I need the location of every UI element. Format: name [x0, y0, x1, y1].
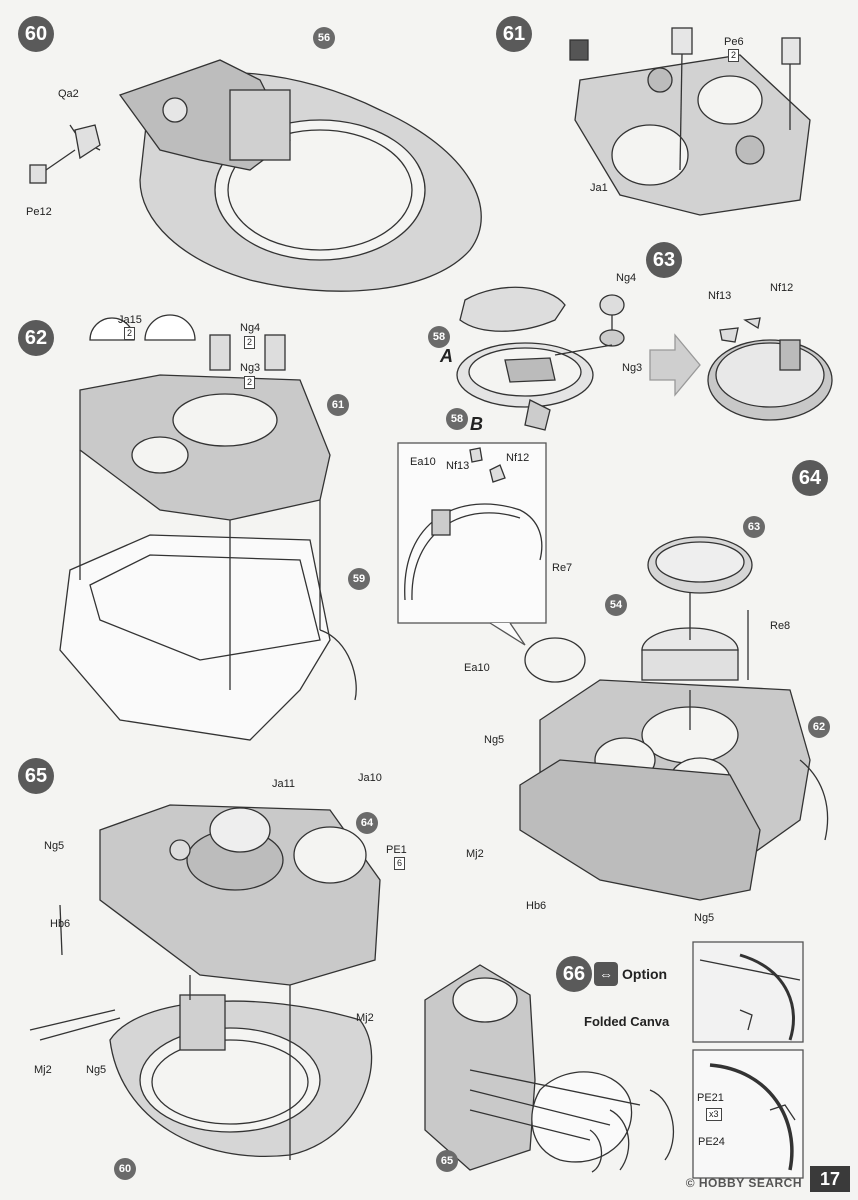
- label-nf13-64: Nf13: [446, 460, 470, 472]
- label-re8: Re8: [770, 620, 791, 632]
- label-nf12-63: Nf12: [770, 282, 794, 294]
- step63-hatch: [456, 286, 625, 431]
- qty-ng4: 2: [244, 336, 256, 349]
- label-ja10: Ja10: [358, 772, 382, 784]
- label-ng5-65b: Ng5: [86, 1064, 107, 1076]
- label-ng4-62: Ng4: [240, 322, 261, 334]
- step63-hatch-assembled: [707, 317, 833, 421]
- ref-62: 62: [808, 716, 830, 738]
- label-mj2-65b: Mj2: [34, 1064, 52, 1076]
- folded-canva-label: Folded Canva: [584, 1014, 670, 1029]
- step-number-61: 61: [496, 16, 532, 52]
- label-pe21: PE21: [697, 1092, 724, 1104]
- ref-56: 56: [313, 27, 335, 49]
- variant-a-letter: A: [440, 346, 453, 366]
- step63-arrow: [649, 333, 701, 397]
- step-number-62: 62: [18, 320, 54, 356]
- ref-58-a: 58: [428, 326, 450, 348]
- label-ng3-62: Ng3: [240, 362, 261, 374]
- label-re7: Re7: [552, 562, 573, 574]
- ref-65: 65: [436, 1150, 458, 1172]
- step-number-64: 64: [792, 460, 828, 496]
- label-pe6: Pe6: [724, 36, 744, 48]
- qty-pe6: 2: [728, 49, 740, 62]
- qty-ng3: 2: [244, 376, 256, 389]
- label-ja15: Ja15: [118, 314, 142, 326]
- step65-turret: [29, 804, 381, 1160]
- watermark: © HOBBY SEARCH: [685, 1176, 802, 1190]
- label-ea10-bottom: Ea10: [464, 662, 490, 674]
- ref-58-b: 58: [446, 408, 468, 430]
- step66-inset-top: [692, 941, 804, 1043]
- label-pe24: PE24: [698, 1136, 725, 1148]
- ref-59: 59: [348, 568, 370, 590]
- ref-60: 60: [114, 1158, 136, 1180]
- page-number: 17: [810, 1166, 850, 1192]
- step61-roof-plate: [569, 27, 811, 216]
- label-pe1: PE1: [386, 844, 407, 856]
- step-number-63: 63: [646, 242, 682, 278]
- label-ng5-64a: Ng5: [484, 734, 505, 746]
- qty-pe21: x3: [706, 1108, 722, 1121]
- label-ng4-63: Ng4: [616, 272, 637, 284]
- label-qa2: Qa2: [58, 88, 79, 100]
- qty-ja15: 2: [124, 327, 136, 340]
- label-pe12: Pe12: [26, 206, 52, 218]
- label-ea10-top: Ea10: [410, 456, 436, 468]
- label-hb6-64: Hb6: [526, 900, 547, 912]
- label-nf13-63: Nf13: [708, 290, 732, 302]
- label-ng5-65a: Ng5: [44, 840, 65, 852]
- ref-64: 64: [356, 812, 378, 834]
- option-icon: ⇔: [594, 962, 618, 986]
- step60-part-qa2: [29, 124, 101, 184]
- step60-turret-ring: [69, 59, 482, 292]
- ref-63: 63: [743, 516, 765, 538]
- label-mj2-64: Mj2: [466, 848, 484, 860]
- step66-option: [424, 964, 675, 1173]
- label-mj2-65a: Mj2: [356, 1012, 374, 1024]
- step64-detail-inset: [397, 442, 547, 646]
- step-number-60: 60: [18, 16, 54, 52]
- step-number-65: 65: [18, 758, 54, 794]
- label-nf12-64: Nf12: [506, 452, 530, 464]
- step64-turret-top: [519, 536, 829, 901]
- ref-61: 61: [327, 394, 349, 416]
- label-ja11: Ja11: [272, 778, 296, 790]
- option-label: Option: [622, 966, 668, 982]
- label-ng5-64b: Ng5: [694, 912, 715, 924]
- label-hb6-65: Hb6: [50, 918, 71, 930]
- step62-turret: [59, 314, 357, 741]
- variant-b-letter: B: [470, 414, 483, 434]
- label-ng3-63: Ng3: [622, 362, 643, 374]
- ref-54: 54: [605, 594, 627, 616]
- step-number-66: 66: [556, 956, 592, 992]
- qty-pe1: 6: [394, 857, 406, 870]
- label-ja1: Ja1: [590, 182, 608, 194]
